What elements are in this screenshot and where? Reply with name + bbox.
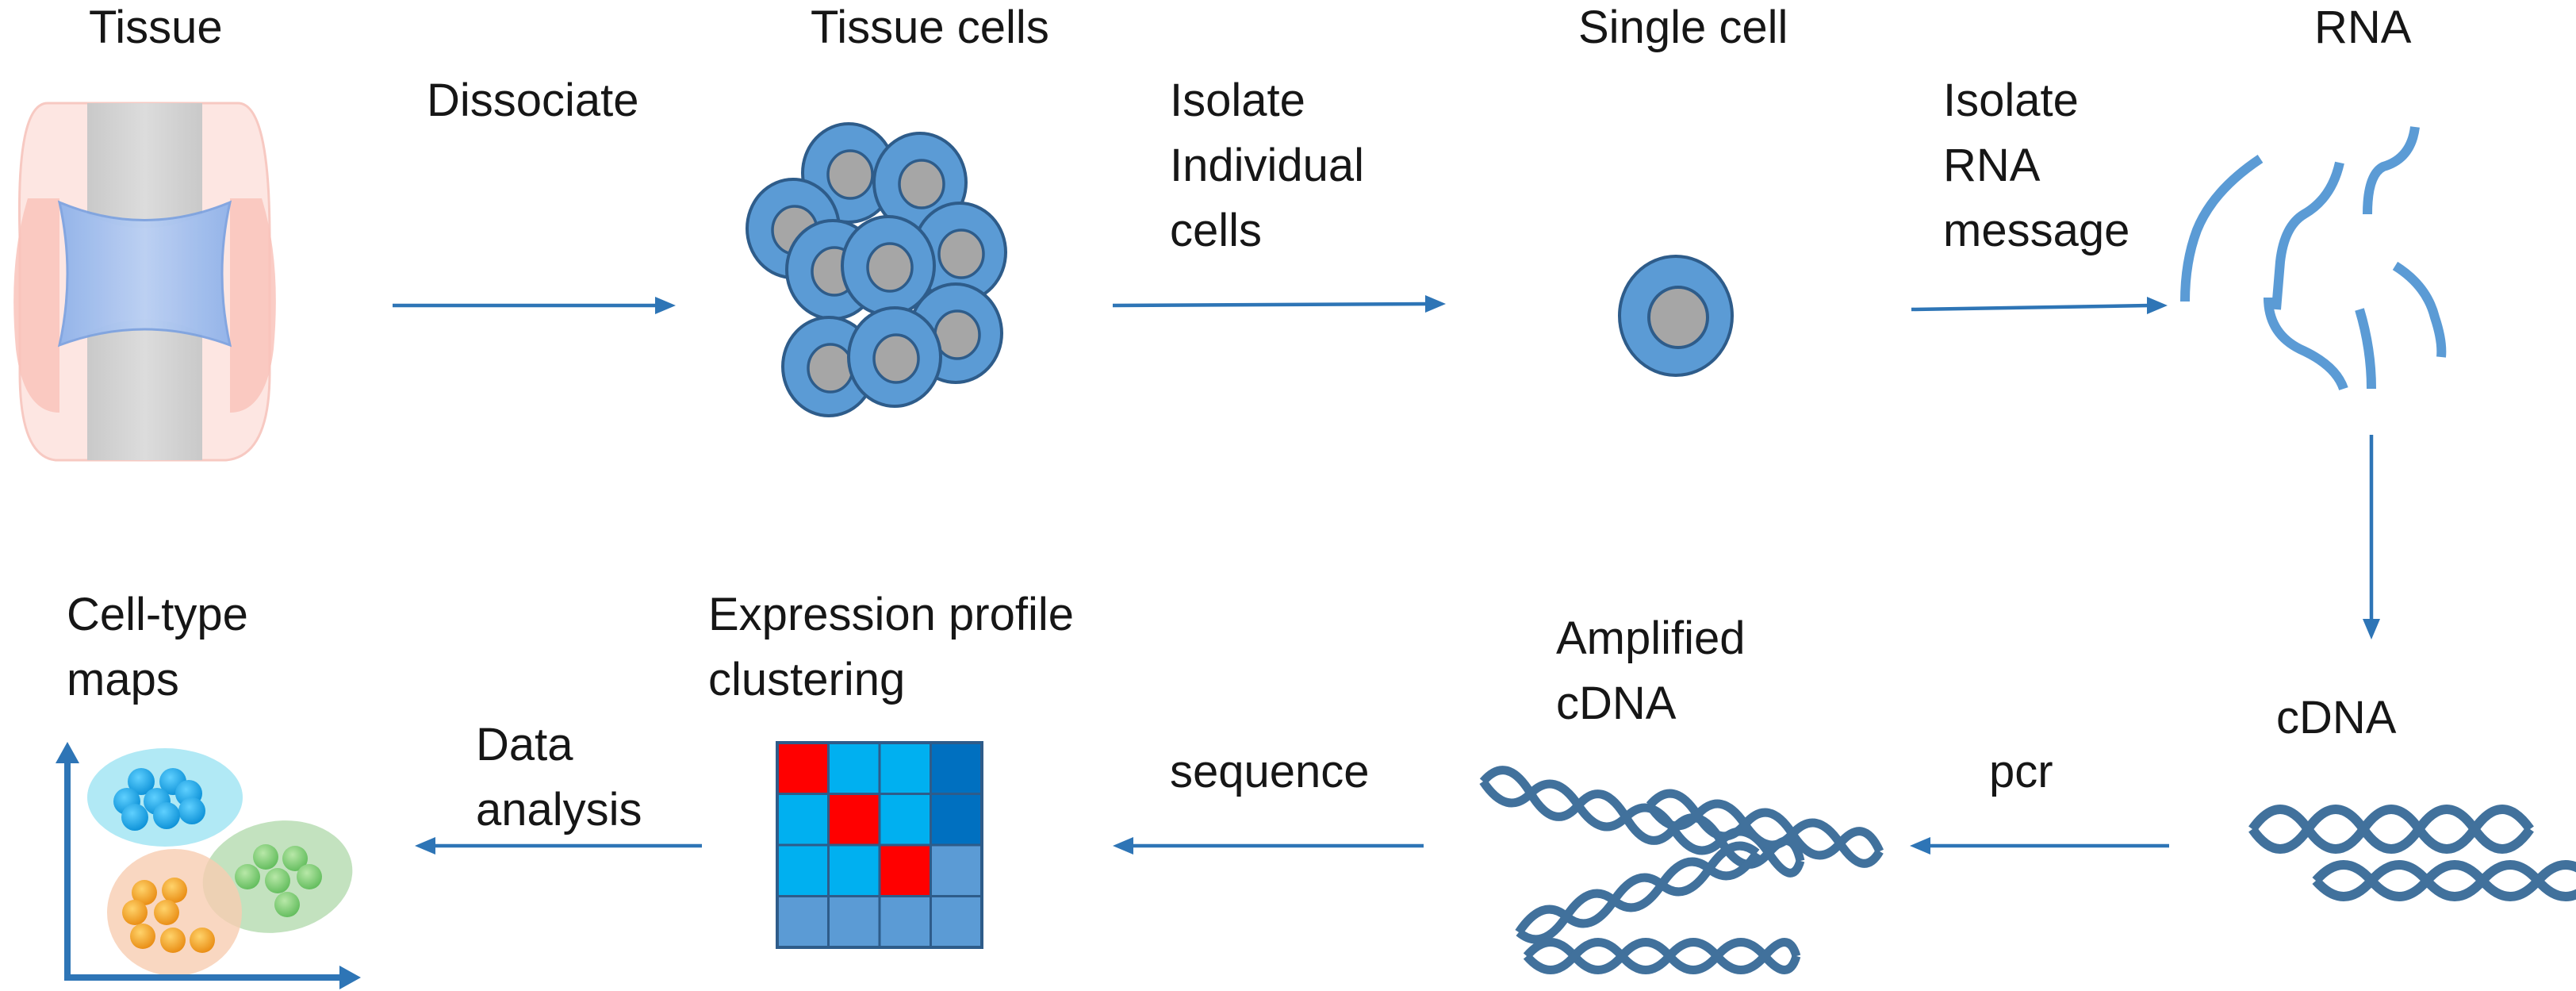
label-tissue: Tissue <box>89 2 223 53</box>
heatmap-cell-r3-c4 <box>930 843 983 897</box>
arrow-data-analysis <box>415 837 702 855</box>
label-amplified-cdna: Amplified cDNA <box>1556 613 1746 729</box>
cluster-dot-green <box>265 868 290 893</box>
heatmap-cell-r1-c2 <box>827 741 881 795</box>
heatmap-cell-r1-c1 <box>776 741 830 795</box>
heatmap-cell-r2-c1 <box>776 793 830 847</box>
tissue-cell-4 <box>912 202 1007 303</box>
arrow-rna-to-cdna <box>2363 435 2380 640</box>
label-pcr: pcr <box>1989 746 2053 797</box>
cluster-dot-orange <box>162 878 187 903</box>
label-rna: RNA <box>2314 2 2412 53</box>
label-sequence: sequence <box>1170 746 1370 797</box>
tissue-cell-9 <box>847 306 942 408</box>
cluster-dot-green <box>297 864 322 889</box>
expression-heatmap <box>776 741 983 949</box>
label-cell-type-maps: Cell-type maps <box>67 589 248 705</box>
cluster-dot-green <box>282 846 308 871</box>
amplified-cdna-helices-icon <box>1479 766 1884 974</box>
arrow-isolate-cells <box>1112 295 1446 313</box>
cluster-dot-green <box>235 864 260 889</box>
heatmap-cell-r4-c2 <box>827 895 881 949</box>
heatmap-cell-r3-c3 <box>878 843 932 897</box>
cluster-dot-green <box>253 844 278 870</box>
cell-type-map-plot <box>56 742 361 989</box>
heatmap-cell-r1-c4 <box>930 741 983 795</box>
cluster-dot-orange <box>160 928 186 953</box>
cluster-dot-orange <box>130 924 155 949</box>
single-cell-icon <box>1618 255 1734 377</box>
label-cdna: cDNA <box>2276 692 2397 743</box>
cluster-dot-blue <box>178 797 205 824</box>
label-expression-profile: Expression profile clustering <box>708 589 1074 705</box>
heatmap-cell-r4-c1 <box>776 895 830 949</box>
heatmap-cell-r2-c4 <box>930 793 983 847</box>
heatmap-cell-r1-c3 <box>878 741 932 795</box>
label-isolate-rna-message: Isolate RNA message <box>1943 75 2130 256</box>
cluster-dot-blue <box>153 802 180 829</box>
label-isolate-individual-cells: Isolate Individual cells <box>1170 75 1365 256</box>
cluster-dot-blue <box>128 768 155 795</box>
cdna-helix-icon <box>2248 805 2576 901</box>
cluster-dot-orange <box>190 928 215 953</box>
cluster-dot-orange <box>132 880 157 905</box>
cluster-dot-blue <box>121 804 148 831</box>
heatmap-cell-r3-c1 <box>776 843 830 897</box>
cluster-dot-green <box>274 892 300 917</box>
tissue-cells-cluster-icon <box>746 122 1007 417</box>
arrow-pcr <box>1910 837 2169 855</box>
label-single-cell: Single cell <box>1578 2 1788 53</box>
cluster-dot-orange <box>122 900 148 925</box>
arrow-isolate-rna <box>1911 297 2168 314</box>
heatmap-cell-r4-c3 <box>878 895 932 949</box>
heatmap-cell-r2-c2 <box>827 793 881 847</box>
arrow-sequence <box>1113 837 1424 855</box>
arrow-dissociate <box>393 297 676 314</box>
tissue-joint-icon <box>13 102 276 462</box>
label-data-analysis: Data analysis <box>476 719 642 835</box>
cluster-dot-orange <box>154 900 179 925</box>
label-dissociate: Dissociate <box>427 75 639 126</box>
heatmap-cell-r3-c2 <box>827 843 881 897</box>
rna-strands-icon <box>2180 126 2447 391</box>
label-tissue-cells: Tissue cells <box>811 2 1049 53</box>
heatmap-cell-r2-c3 <box>878 793 932 847</box>
heatmap-cell-r4-c4 <box>930 895 983 949</box>
